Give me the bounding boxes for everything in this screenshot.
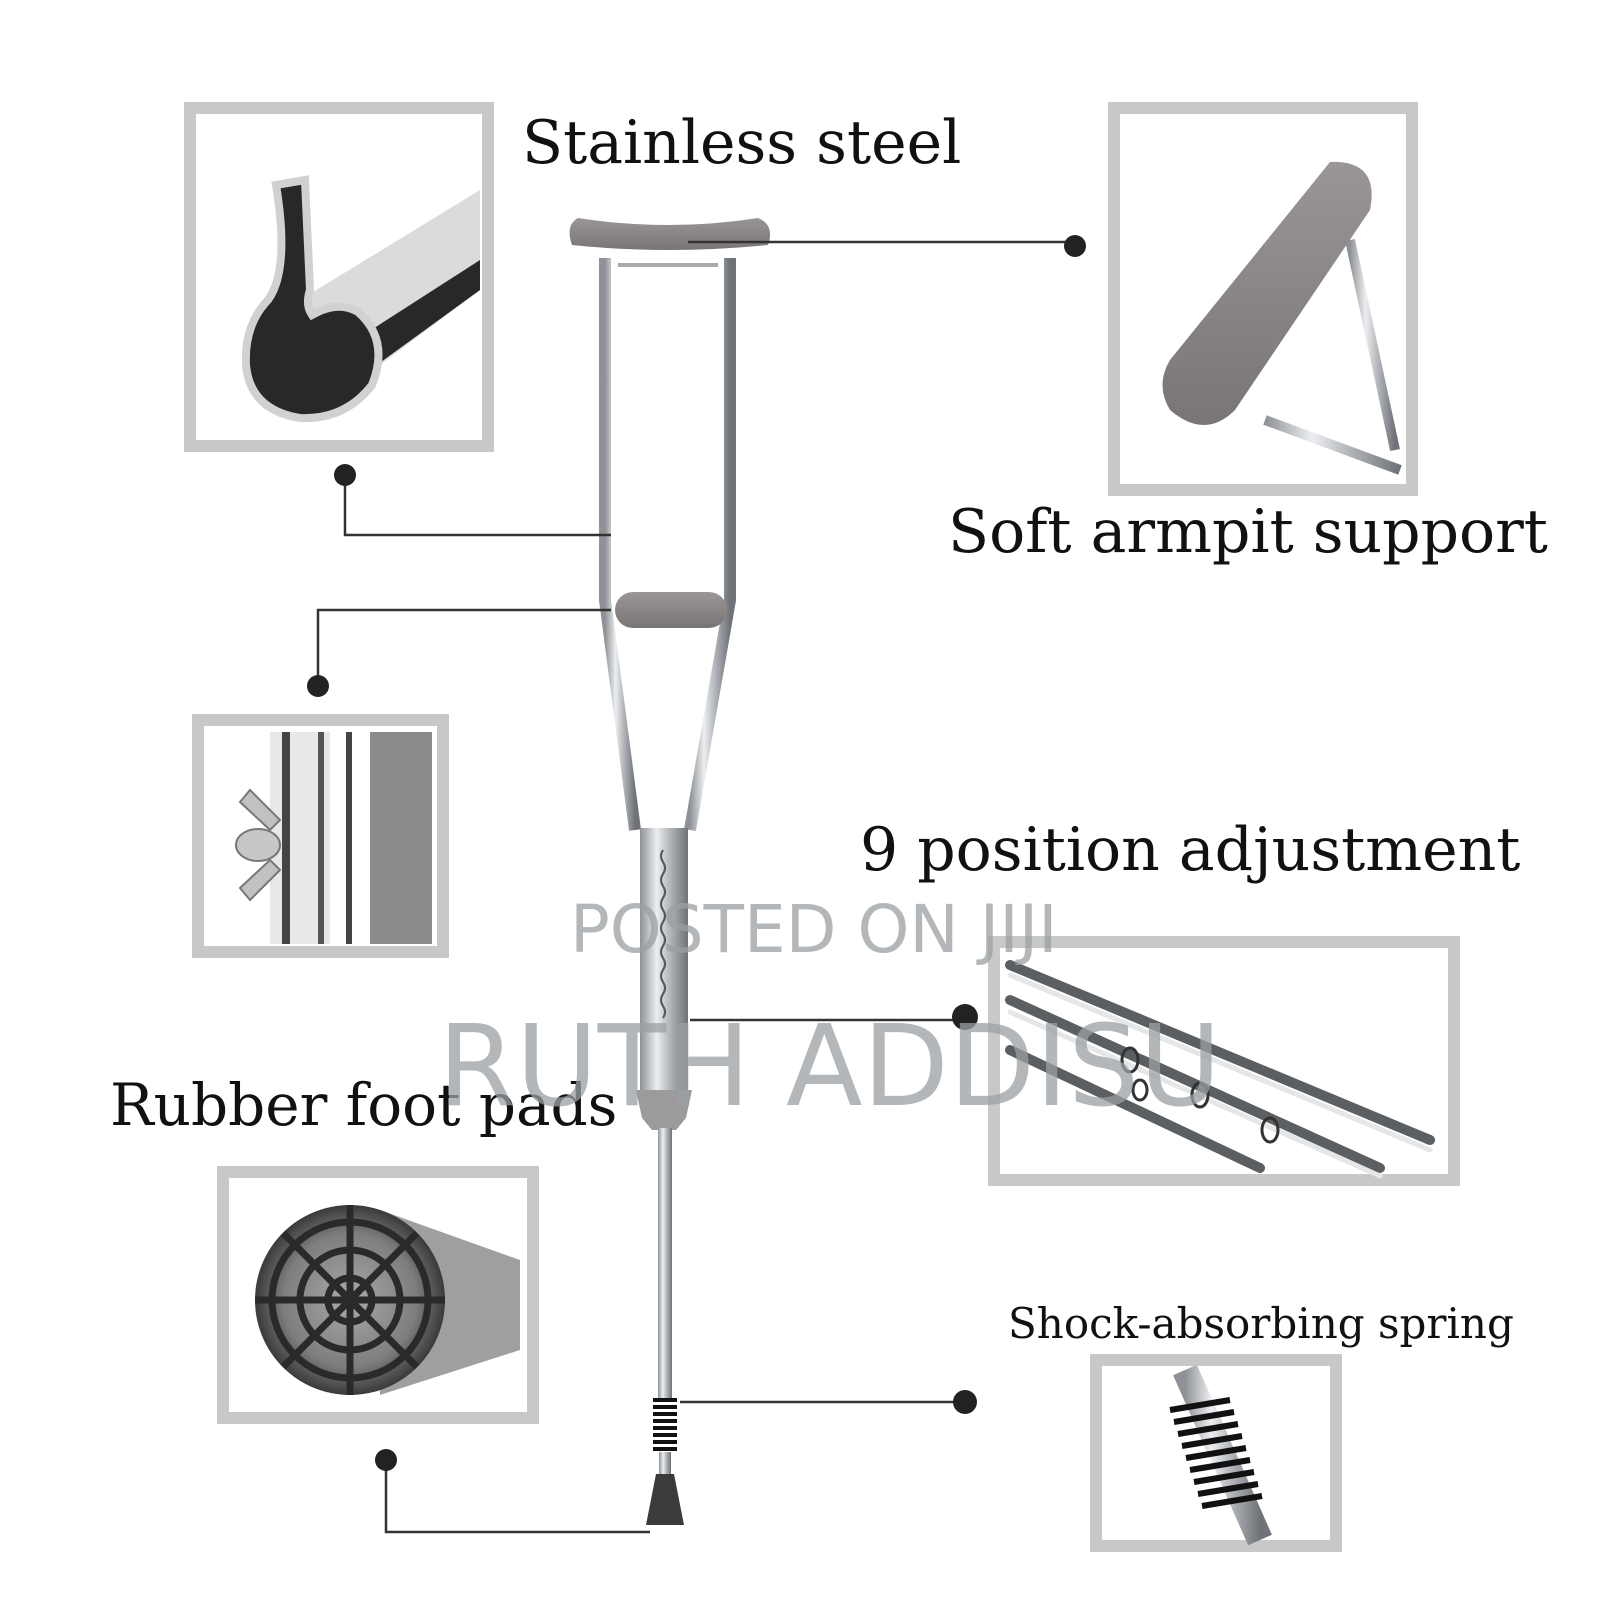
inset-tube-cross-section (184, 102, 494, 452)
label-rubber-foot-pads: Rubber foot pads (110, 1071, 617, 1139)
hand-grip (615, 592, 727, 628)
label-shock-absorbing-spring: Shock-absorbing spring (1008, 1299, 1514, 1348)
watermark-posted-on-jiji: POSTED ON JIJI (570, 891, 1058, 968)
callout-leaders (307, 235, 1086, 1534)
inset-wing-nut (192, 714, 449, 958)
spring (653, 1398, 677, 1451)
crutch-illustration (569, 218, 771, 1525)
label-soft-armpit-support: Soft armpit support (948, 497, 1548, 567)
inset-foot-pad (217, 1166, 539, 1424)
rubber-tip (646, 1474, 684, 1525)
watermark-ruth-addisu: RUTH ADDISU (438, 1002, 1221, 1132)
label-9-position-adjustment: 9 position adjustment (860, 815, 1520, 885)
armpit-pad (569, 218, 771, 250)
inset-spring (1090, 1354, 1342, 1552)
inset-adjust-holes (988, 936, 1460, 1186)
inset-armpit-pad (1108, 102, 1418, 496)
label-stainless-steel: Stainless steel (522, 108, 961, 178)
